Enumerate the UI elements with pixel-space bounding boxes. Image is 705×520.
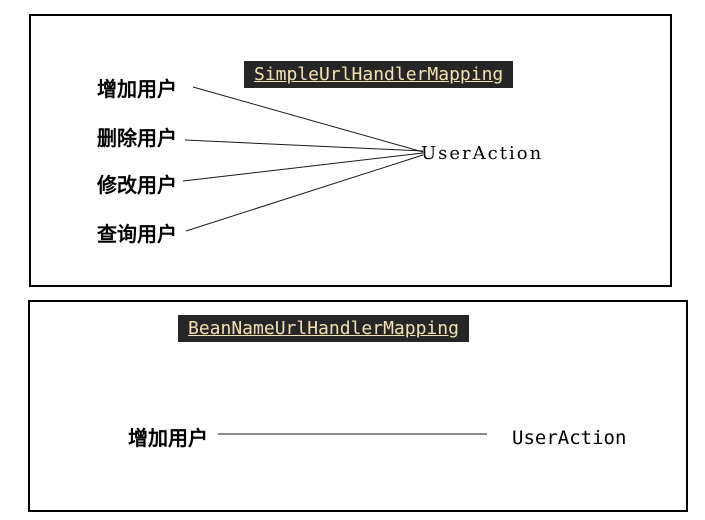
target-label-user-action: UserAction xyxy=(512,427,627,449)
panel-title-simple-url-handler-mapping: SimpleUrlHandlerMapping xyxy=(244,61,514,88)
handler-label-delete-user: 删除用户 xyxy=(97,128,177,150)
target-label-user-action: UserAction xyxy=(421,143,544,164)
panel-title-bean-name-url-handler-mapping: BeanNameUrlHandlerMapping xyxy=(178,315,469,342)
handler-label-query-user: 查询用户 xyxy=(97,224,177,246)
handler-label-modify-user: 修改用户 xyxy=(97,175,177,197)
handler-label-add-user: 增加用户 xyxy=(128,428,208,450)
panel-simple-url-handler-mapping: SimpleUrlHandlerMapping 增加用户 删除用户 修改用户 查… xyxy=(29,14,672,287)
panel-bean-name-url-handler-mapping: BeanNameUrlHandlerMapping 增加用户 UserActio… xyxy=(28,300,688,512)
connector-modify-user-line xyxy=(182,152,424,182)
connector-add-user-line xyxy=(192,86,424,153)
connector-query-user-line xyxy=(185,154,424,232)
connector-delete-user-line xyxy=(184,139,424,152)
handler-label-add-user: 增加用户 xyxy=(97,79,177,101)
